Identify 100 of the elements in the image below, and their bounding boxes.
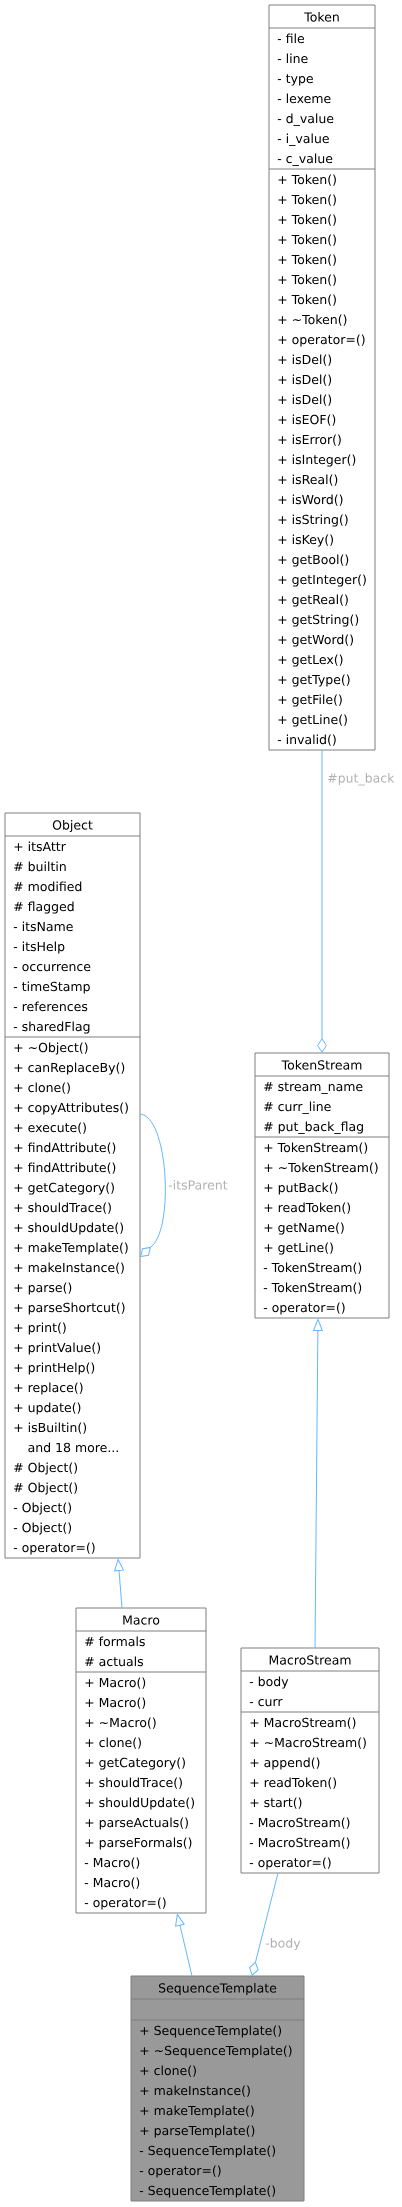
class-box bbox=[268, 4, 376, 751]
attribute-entry: - occurrence bbox=[13, 964, 91, 972]
method-entry: + copyAttributes() bbox=[14, 1102, 128, 1115]
attribute-entry: - itsHelp bbox=[13, 941, 65, 954]
attribute-entry: - c_value bbox=[277, 153, 333, 166]
method-entry: + printValue() bbox=[14, 1342, 101, 1355]
attribute-entry: + itsAttr bbox=[14, 841, 66, 852]
method-entry: + append() bbox=[250, 1757, 320, 1770]
edge-label: -body bbox=[264, 1937, 302, 1952]
method-entry: - TokenStream() bbox=[263, 1262, 362, 1274]
attribute-entry: - file bbox=[277, 33, 305, 44]
method-entry: + putBack() bbox=[264, 1182, 338, 1195]
attribute-entry: # flagged bbox=[14, 901, 74, 914]
method-entry: + parseActuals() bbox=[85, 1817, 188, 1830]
method-entry: + isKey() bbox=[278, 534, 333, 547]
attribute-entry: # stream_name bbox=[264, 1082, 363, 1094]
method-entry: + isWord() bbox=[278, 494, 343, 506]
method-entry: + Token() bbox=[278, 174, 336, 186]
method-entry: + isEOF() bbox=[278, 414, 336, 426]
attribute-entry: - sharedFlag bbox=[13, 1021, 90, 1034]
attribute-entry: - i_value bbox=[277, 133, 329, 146]
method-entry: + findAttribute() bbox=[14, 1142, 116, 1154]
edge-label: -itsParent bbox=[167, 1179, 229, 1191]
method-entry: + isDel() bbox=[278, 394, 332, 406]
method-entry: - TokenStream() bbox=[263, 1282, 362, 1294]
method-entry: + operator=() bbox=[278, 334, 365, 347]
method-entry: + printHelp() bbox=[14, 1362, 95, 1375]
method-entry: - operator=() bbox=[263, 1302, 345, 1315]
method-entry: # Object() bbox=[14, 1462, 77, 1475]
class-box bbox=[4, 812, 141, 1559]
method-entry: - Macro() bbox=[84, 1857, 140, 1869]
aggregation-line bbox=[139, 1113, 166, 1257]
method-entry: - Macro() bbox=[84, 1877, 140, 1889]
method-entry: + getLine() bbox=[278, 714, 347, 727]
method-entry: + Token() bbox=[278, 214, 336, 226]
method-entry: + isDel() bbox=[278, 354, 332, 366]
method-entry: # Object() bbox=[14, 1482, 77, 1495]
inheritance-arrow bbox=[313, 1318, 323, 1649]
more-members-note: and 18 more... bbox=[28, 1442, 118, 1453]
method-entry: + isBuiltin() bbox=[14, 1422, 87, 1434]
attribute-entry: - itsName bbox=[13, 921, 73, 932]
method-entry: - invalid() bbox=[277, 734, 336, 746]
class-box bbox=[75, 1607, 207, 1914]
method-entry: - operator=() bbox=[84, 1897, 166, 1910]
attribute-entry: - lexeme bbox=[277, 93, 331, 104]
method-entry: + clone() bbox=[85, 1737, 141, 1749]
method-entry: + clone() bbox=[140, 2065, 196, 2077]
attribute-entry: - references bbox=[13, 1001, 88, 1012]
method-entry: + getCategory() bbox=[85, 1757, 185, 1770]
method-entry: + getWord() bbox=[278, 634, 353, 647]
method-entry: - MacroStream() bbox=[249, 1837, 350, 1849]
method-entry: + update() bbox=[14, 1402, 81, 1415]
method-entry: + ~Macro() bbox=[85, 1717, 156, 1729]
class-name: MacroStream bbox=[269, 1655, 351, 1665]
method-entry: + parseTemplate() bbox=[140, 2125, 255, 2138]
method-entry: + SequenceTemplate() bbox=[140, 2025, 281, 2038]
method-entry: + ~Token() bbox=[278, 314, 347, 326]
method-entry: - operator=() bbox=[139, 2165, 221, 2178]
aggregation-line bbox=[317, 749, 327, 1053]
method-entry: - SequenceTemplate() bbox=[139, 2185, 276, 2198]
method-entry: + findAttribute() bbox=[14, 1162, 116, 1174]
class-name: Object bbox=[52, 820, 93, 833]
method-entry: + execute() bbox=[14, 1122, 86, 1134]
edge-label: #put_back bbox=[326, 772, 396, 787]
attribute-entry: # curr_line bbox=[264, 1101, 331, 1114]
method-entry: + parse() bbox=[14, 1282, 72, 1295]
inheritance-arrow bbox=[175, 1913, 193, 1977]
method-entry: + shouldTrace() bbox=[14, 1202, 111, 1214]
method-entry: + getLex() bbox=[278, 654, 343, 667]
method-entry: - operator=() bbox=[249, 1857, 331, 1870]
method-entry: + getType() bbox=[278, 674, 350, 687]
method-entry: + TokenStream() bbox=[264, 1142, 368, 1154]
method-entry: - Object() bbox=[13, 1522, 72, 1535]
method-entry: + canReplaceBy() bbox=[14, 1062, 125, 1075]
method-entry: + isInteger() bbox=[278, 454, 356, 467]
method-entry: + makeTemplate() bbox=[140, 2105, 254, 2118]
aggregation-line bbox=[249, 1872, 279, 1976]
class-name: SequenceTemplate bbox=[159, 1983, 277, 1996]
method-entry: + parseFormals() bbox=[85, 1837, 192, 1850]
class-name: Token bbox=[304, 12, 339, 22]
method-entry: + Macro() bbox=[85, 1677, 146, 1689]
method-entry: + isReal() bbox=[278, 474, 338, 486]
method-entry: + start() bbox=[250, 1797, 302, 1809]
attribute-entry: - timeStamp bbox=[13, 981, 90, 994]
method-entry: + isDel() bbox=[278, 374, 332, 386]
method-entry: + Token() bbox=[278, 194, 336, 206]
method-entry: - MacroStream() bbox=[249, 1817, 350, 1829]
class-box bbox=[254, 1052, 390, 1319]
attribute-entry: # put_back_flag bbox=[264, 1121, 363, 1134]
method-entry: + ~TokenStream() bbox=[264, 1162, 378, 1174]
attribute-entry: # actuals bbox=[85, 1656, 144, 1667]
method-entry: - operator=() bbox=[13, 1542, 95, 1555]
method-entry: + Token() bbox=[278, 234, 336, 246]
method-entry: + readToken() bbox=[250, 1777, 337, 1789]
method-entry: + replace() bbox=[14, 1382, 83, 1395]
method-entry: + Token() bbox=[278, 254, 336, 266]
method-entry: + Macro() bbox=[85, 1697, 146, 1709]
method-entry: + makeTemplate() bbox=[14, 1242, 128, 1255]
method-entry: + makeInstance() bbox=[14, 1262, 124, 1274]
method-entry: + clone() bbox=[14, 1082, 70, 1094]
